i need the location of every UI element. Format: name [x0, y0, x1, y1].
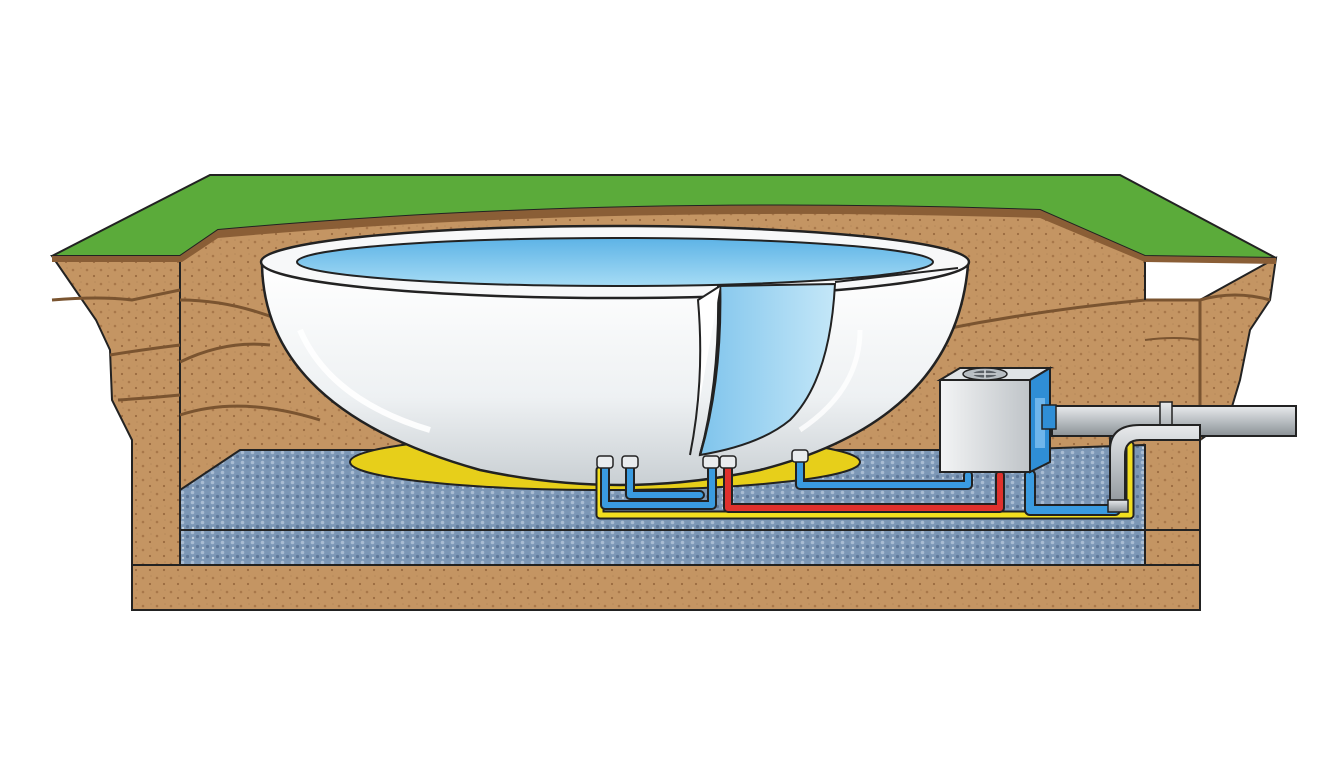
inlet-fittings [596, 449, 809, 469]
hot-water-pipe [723, 460, 1005, 513]
bottom-soil [131, 564, 1201, 611]
cutaway-wall [689, 267, 959, 457]
water-surface [296, 237, 934, 287]
fan-icon [962, 367, 1008, 381]
heat-pump-unit [936, 366, 1057, 474]
main-supply-pipe [1051, 401, 1297, 513]
